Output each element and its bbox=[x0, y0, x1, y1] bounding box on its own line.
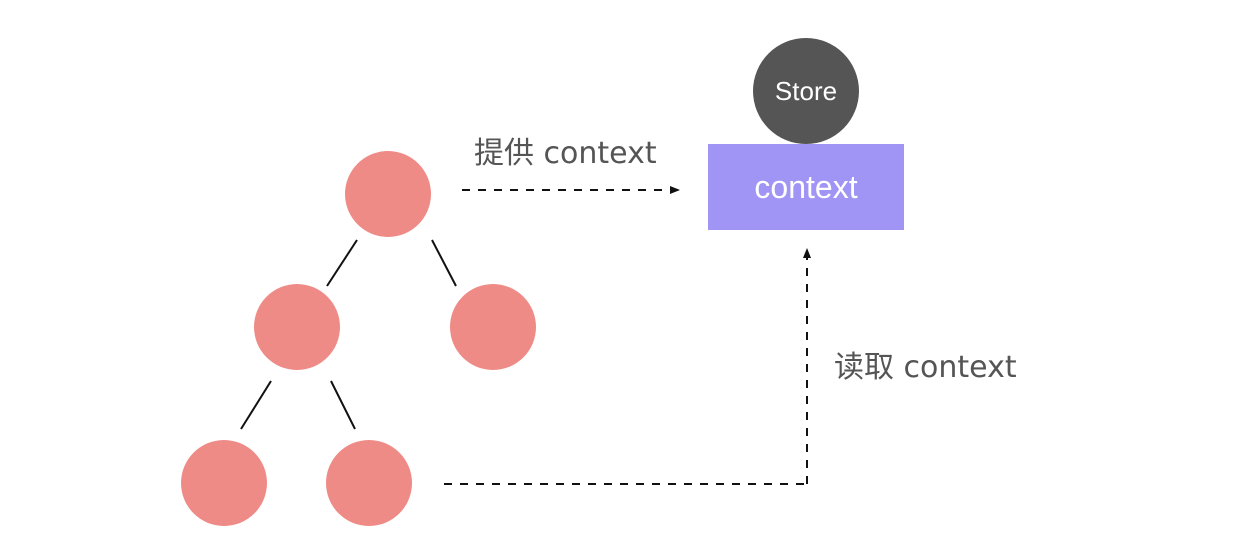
read-context-label: 读取 context bbox=[834, 350, 1017, 385]
store-node: Store bbox=[753, 38, 859, 144]
provide-context-label: 提供 context bbox=[474, 136, 657, 171]
tree-edge-left-leftright bbox=[330, 380, 356, 430]
tree-edge-root-left bbox=[326, 239, 358, 287]
tree-node-right bbox=[450, 284, 536, 370]
tree-node-left bbox=[254, 284, 340, 370]
tree-node-root bbox=[345, 151, 431, 237]
store-label: Store bbox=[774, 75, 838, 106]
tree-node-left-right bbox=[326, 440, 412, 526]
tree-edge-left-leftleft bbox=[240, 380, 272, 430]
tree-node-left-left bbox=[181, 440, 267, 526]
context-box: context bbox=[708, 144, 904, 230]
tree-edge-root-right bbox=[431, 239, 457, 287]
context-box-label: context bbox=[754, 168, 858, 205]
